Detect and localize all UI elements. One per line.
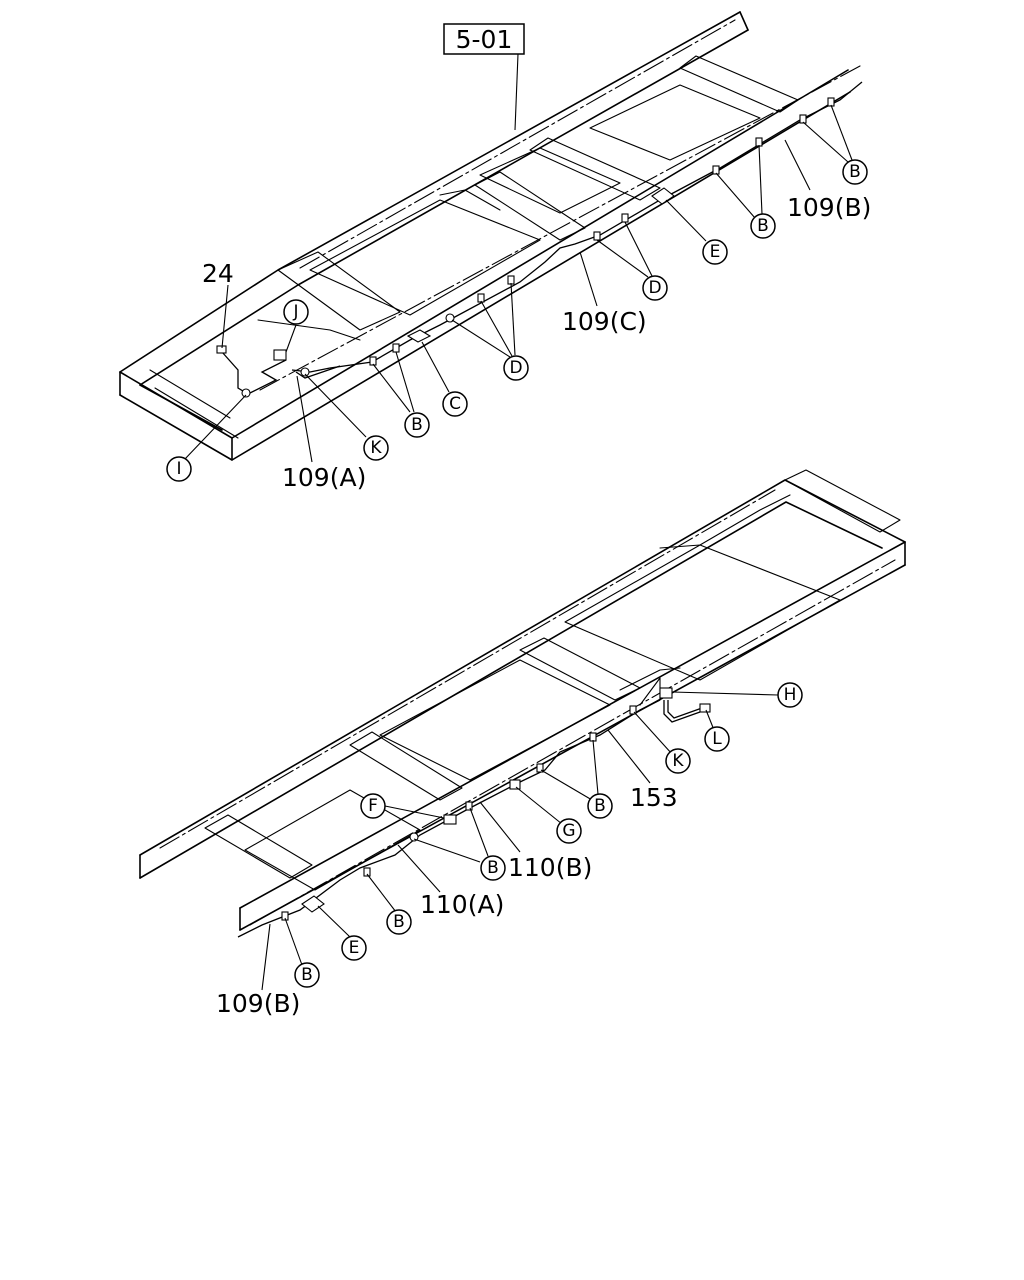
callout-k: K bbox=[363, 435, 389, 461]
fitting-e bbox=[301, 895, 325, 913]
part-label-109b-top: 109(B) bbox=[787, 193, 871, 222]
callout-c: C bbox=[442, 391, 468, 417]
svg-text:B: B bbox=[301, 965, 313, 985]
callout-b: B bbox=[587, 793, 613, 819]
clip-b bbox=[363, 867, 371, 877]
clip-b bbox=[755, 137, 763, 147]
callout-d: D bbox=[642, 275, 668, 301]
clip-k bbox=[629, 705, 637, 715]
part-label-153: 153 bbox=[630, 783, 678, 812]
svg-text:K: K bbox=[370, 438, 382, 458]
top-pipe-clips bbox=[216, 97, 835, 398]
svg-text:B: B bbox=[487, 858, 499, 878]
callout-f: F bbox=[360, 793, 386, 819]
callout-k: K bbox=[665, 748, 691, 774]
clip-b bbox=[392, 343, 400, 353]
svg-text:I: I bbox=[176, 459, 181, 479]
callout-d: D bbox=[503, 355, 529, 381]
callout-i: I bbox=[166, 456, 192, 482]
svg-text:E: E bbox=[710, 242, 721, 262]
clip-k bbox=[300, 367, 310, 377]
svg-text:J: J bbox=[292, 302, 298, 322]
part-label-110a: 110(A) bbox=[420, 890, 504, 919]
svg-text:H: H bbox=[784, 685, 797, 705]
clip-b bbox=[465, 801, 473, 811]
top-leader-lines bbox=[183, 53, 853, 463]
bottom-chassis-frame bbox=[139, 469, 906, 931]
clip-d bbox=[507, 275, 515, 285]
svg-text:K: K bbox=[672, 751, 684, 771]
callout-b: B bbox=[842, 159, 868, 185]
fitting-j bbox=[273, 349, 287, 361]
callout-b: B bbox=[294, 962, 320, 988]
svg-text:E: E bbox=[349, 938, 360, 958]
clip-b bbox=[589, 732, 597, 742]
bottom-leader-lines bbox=[261, 691, 779, 991]
callout-b: B bbox=[750, 213, 776, 239]
clip-b bbox=[409, 832, 419, 842]
svg-text:B: B bbox=[411, 415, 423, 435]
reference-box: 5-01 bbox=[443, 23, 525, 55]
callout-e: E bbox=[341, 935, 367, 961]
clip-b bbox=[281, 911, 289, 921]
svg-text:B: B bbox=[393, 912, 405, 932]
svg-text:D: D bbox=[648, 278, 661, 298]
reference-label: 5-01 bbox=[456, 25, 513, 54]
clip-d bbox=[477, 293, 485, 303]
clip-d bbox=[593, 231, 601, 241]
fitting-g bbox=[509, 779, 521, 790]
part-label-109a: 109(A) bbox=[282, 463, 366, 492]
svg-text:C: C bbox=[449, 394, 461, 414]
clip-i bbox=[241, 388, 251, 398]
clip-b bbox=[827, 97, 835, 107]
svg-text:D: D bbox=[509, 358, 522, 378]
svg-text:G: G bbox=[562, 821, 575, 841]
clip-d bbox=[621, 213, 629, 223]
svg-text:L: L bbox=[712, 729, 722, 749]
callout-b: B bbox=[404, 412, 430, 438]
fitting-f bbox=[443, 814, 457, 825]
clip-24 bbox=[216, 345, 227, 354]
svg-text:F: F bbox=[368, 796, 378, 816]
callout-g: G bbox=[556, 818, 582, 844]
callout-b: B bbox=[480, 855, 506, 881]
part-label-109c: 109(C) bbox=[562, 307, 647, 336]
callout-l: L bbox=[704, 726, 730, 752]
callout-h: H bbox=[777, 682, 803, 708]
fitting-l bbox=[699, 703, 711, 713]
fitting-h bbox=[659, 687, 673, 699]
svg-text:B: B bbox=[757, 216, 769, 236]
svg-text:B: B bbox=[594, 796, 606, 816]
callout-e: E bbox=[702, 239, 728, 265]
callout-b: B bbox=[386, 909, 412, 935]
svg-text:B: B bbox=[849, 162, 861, 182]
clip-b bbox=[369, 356, 377, 366]
bottom-pipe-clips bbox=[281, 687, 711, 921]
clip-b bbox=[712, 165, 720, 175]
callout-j: J bbox=[283, 299, 309, 325]
part-label-24: 24 bbox=[202, 259, 234, 288]
part-label-109b-bottom: 109(B) bbox=[216, 989, 300, 1018]
fitting-c bbox=[406, 329, 432, 343]
clip-b bbox=[799, 114, 807, 124]
clip-b bbox=[536, 763, 544, 773]
top-chassis-frame bbox=[119, 11, 861, 461]
fitting-e bbox=[651, 187, 675, 205]
part-label-110b: 110(B) bbox=[508, 853, 592, 882]
